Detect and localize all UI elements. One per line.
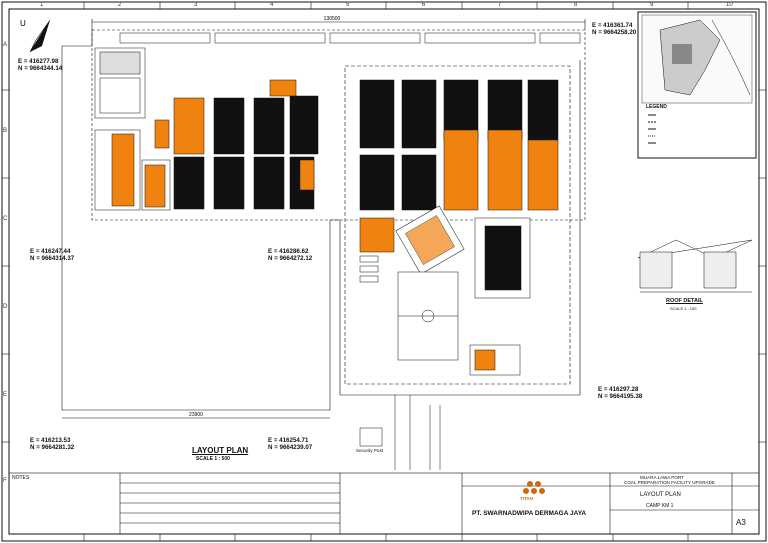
grid-col-label: 7: [498, 2, 502, 8]
grid-col-label: 8: [574, 2, 578, 8]
drawing-title: LAYOUT PLAN: [640, 492, 681, 498]
roof-detail-scale: SCALE 1 : 150: [670, 306, 697, 311]
plan-title: LAYOUT PLAN: [192, 446, 249, 455]
roof-detail-drawing: [637, 239, 753, 293]
logo-text: TITAN: [520, 496, 533, 501]
grid-row-label: F: [3, 478, 7, 484]
grid-col-label: 3: [194, 2, 198, 8]
grid-col-label: 6: [422, 2, 426, 8]
grid-row-label: E: [3, 392, 8, 398]
company-name: PT. SWARNADWIPA DERMAGA JAYA: [472, 510, 587, 517]
sheet-size: A3: [736, 518, 746, 527]
notes-label: NOTES: [12, 475, 30, 481]
project-description: COAL PREPARATION FACILITY UPGRADE: [624, 480, 715, 485]
security-post-label: Security Post: [356, 448, 384, 453]
grid-row-label: A: [3, 42, 8, 48]
legend-title: LEGEND: [646, 104, 667, 110]
project-name: MUARA LAWA PORT: [640, 475, 684, 480]
bottom-dimension: 23900: [189, 412, 203, 418]
roof-detail-title: ROOF DETAIL: [666, 298, 703, 304]
grid-col-label: 5: [346, 2, 350, 8]
grid-row-label: B: [3, 128, 8, 134]
top-dimension: 130500: [324, 16, 341, 22]
grid-col-label: 4: [270, 2, 274, 8]
north-arrow-icon: U: [20, 19, 51, 53]
drawing-subtitle: CAMP KM 1: [646, 503, 674, 509]
key-plan: [637, 11, 757, 159]
grid-col-label: 10: [726, 2, 733, 8]
grid-row-label: C: [3, 216, 8, 222]
grid-row-label: D: [3, 304, 8, 310]
svg-text:U: U: [20, 19, 26, 28]
grid-col-label: 9: [650, 2, 654, 8]
plan-scale: SCALE 1 : 500: [196, 456, 230, 462]
grid-col-label: 2: [118, 2, 122, 8]
grid-col-label: 1: [40, 2, 44, 8]
titan-logo-icon: [523, 481, 545, 494]
